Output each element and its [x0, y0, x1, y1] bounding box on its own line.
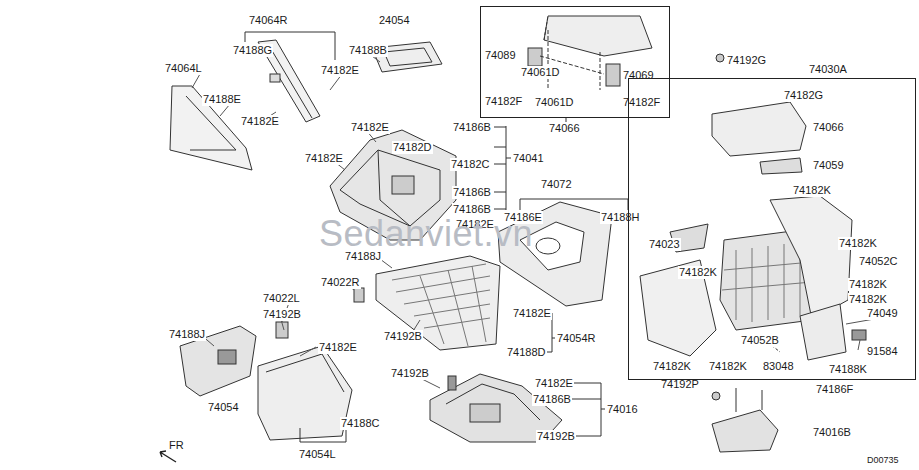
callout-number: 74188G — [232, 44, 273, 57]
callout-number: 74059 — [812, 159, 845, 172]
callout-number: 74182E — [304, 152, 344, 165]
callout-number: 74186B — [452, 186, 492, 199]
callout-number: 74182K — [848, 293, 888, 306]
callout-number: 74054 — [207, 401, 240, 414]
callout-number: 74049 — [866, 307, 899, 320]
callout-number: 74186F — [815, 383, 854, 396]
callout-number: 74022R — [320, 276, 361, 289]
watermark: Sedanviet.vn — [318, 214, 534, 254]
callout-number: 74182E — [512, 307, 552, 320]
group-number: 74030A — [808, 63, 848, 76]
callout-number: 74182K — [708, 360, 748, 373]
callout-number: 74182K — [838, 237, 878, 250]
callout-number: 74182C — [450, 158, 491, 171]
callout-number: 74072 — [540, 178, 573, 191]
group-box: 74030A74182G740667405974182K74182K740237… — [628, 78, 916, 380]
callout-number: 74016B — [812, 426, 852, 439]
callout-number: 24054 — [378, 14, 411, 27]
callout-number: 74054L — [298, 448, 337, 461]
callout-number: 83048 — [762, 360, 795, 373]
callout-number: 74182E — [320, 64, 360, 77]
callout-number: 74188C — [340, 417, 381, 430]
callout-number: 74188D — [506, 346, 547, 359]
callout-number: 74182E — [240, 115, 280, 128]
callout-number: 91584 — [866, 345, 899, 358]
callout-number: 74041 — [512, 152, 545, 165]
callout-number: 74069 — [622, 69, 655, 82]
callout-number: 74054R — [556, 332, 597, 345]
callout-number: 74192B — [262, 308, 302, 321]
callout-number: 74052C — [858, 255, 899, 268]
callout-number: 74182K — [678, 266, 718, 279]
callout-number: 74182K — [848, 278, 888, 291]
callout-number: 74182E — [534, 377, 574, 390]
callout-number: 74064L — [164, 62, 203, 75]
callout-number: 74022L — [262, 292, 301, 305]
callout-number: 74188B — [348, 44, 388, 57]
callout-number: 74023 — [648, 238, 681, 251]
callout-number: 74192B — [536, 430, 576, 443]
figure-code: D00735 — [866, 455, 900, 466]
callout-number: 74188H — [600, 211, 641, 224]
callout-number: 74186B — [452, 121, 492, 134]
callout-number: 74064R — [248, 14, 289, 27]
callout-number: 74182F — [484, 95, 523, 108]
callout-number: 74182K — [652, 360, 692, 373]
group-number: 74066 — [548, 122, 581, 135]
callout-number: 74016 — [606, 403, 639, 416]
callout-number: 74182D — [392, 141, 433, 154]
direction-label: FR — [168, 439, 185, 452]
callout-number: 74182K — [792, 184, 832, 197]
callout-number: 74052B — [740, 334, 780, 347]
group-box: 740667408974061D7406974182F74061D74182F — [480, 6, 670, 118]
callout-number: 74186B — [532, 393, 572, 406]
callout-number: 74192G — [726, 54, 767, 67]
callout-number: 74061D — [520, 66, 561, 79]
callout-number: 74192B — [383, 330, 423, 343]
callout-number: 74188E — [202, 93, 242, 106]
callout-number: 74182G — [783, 89, 824, 102]
callout-number: 74188J — [168, 328, 206, 341]
callout-number: 74066 — [812, 121, 845, 134]
callout-number: 74089 — [484, 49, 517, 62]
callout-number: 74182E — [350, 121, 390, 134]
callout-number: 74061D — [534, 96, 575, 109]
callout-number: 74192B — [390, 367, 430, 380]
callout-number: 74182E — [318, 341, 358, 354]
callout-number: 74188K — [828, 363, 868, 376]
